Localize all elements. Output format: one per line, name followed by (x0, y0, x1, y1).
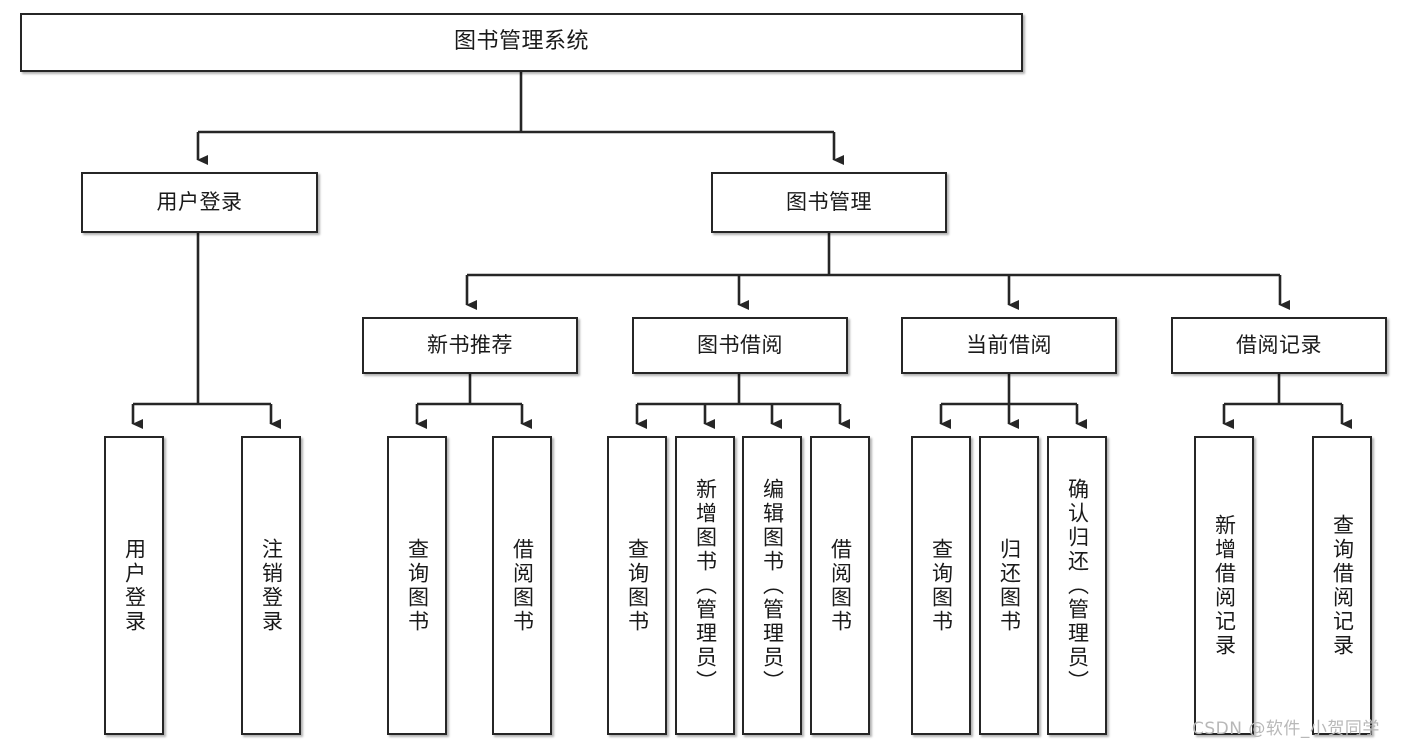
node-current-borrow-label: 当前借阅 (966, 332, 1052, 357)
node-leaf-add-record-label: 新增借阅记录 (1212, 513, 1237, 658)
csdn-watermark: CSDN @软件_小贺同学 (1192, 719, 1380, 739)
node-user-login-label: 用户登录 (156, 189, 243, 214)
node-leaf-borrow-book-2[interactable]: 借阅图书 (810, 436, 870, 735)
node-leaf-query-record-label: 查询借阅记录 (1330, 513, 1355, 658)
node-leaf-query-book-2-label: 查询图书 (625, 537, 650, 634)
node-root[interactable]: 图书管理系统 (20, 13, 1023, 72)
node-new-book-rec-label: 新书推荐 (427, 332, 513, 357)
node-leaf-borrow-book-1[interactable]: 借阅图书 (492, 436, 552, 735)
node-leaf-borrow-book-1-label: 借阅图书 (510, 537, 535, 634)
node-leaf-user-logout[interactable]: 注销登录 (241, 436, 301, 735)
node-book-manage-label: 图书管理 (786, 189, 872, 214)
node-leaf-return-book-label: 归还图书 (997, 537, 1022, 634)
node-user-login[interactable]: 用户登录 (81, 172, 318, 233)
node-leaf-user-login-label: 用户登录 (122, 537, 147, 634)
node-book-manage[interactable]: 图书管理 (711, 172, 947, 233)
node-book-borrow[interactable]: 图书借阅 (632, 317, 848, 374)
node-leaf-add-book[interactable]: 新增图书（管理员） (675, 436, 735, 735)
node-current-borrow[interactable]: 当前借阅 (901, 317, 1117, 374)
node-root-label: 图书管理系统 (453, 29, 589, 55)
node-leaf-borrow-book-2-label: 借阅图书 (828, 537, 853, 634)
node-leaf-query-book-3-label: 查询图书 (929, 537, 954, 634)
node-leaf-query-book-3[interactable]: 查询图书 (911, 436, 971, 735)
node-leaf-add-book-label: 新增图书（管理员） (693, 477, 718, 694)
node-leaf-return-book[interactable]: 归还图书 (979, 436, 1039, 735)
node-leaf-user-login[interactable]: 用户登录 (104, 436, 164, 735)
node-leaf-confirm-return-label: 确认归还（管理员） (1065, 477, 1090, 694)
node-leaf-query-book-2[interactable]: 查询图书 (607, 436, 667, 735)
node-leaf-edit-book[interactable]: 编辑图书（管理员） (742, 436, 802, 735)
node-leaf-query-record[interactable]: 查询借阅记录 (1312, 436, 1372, 735)
node-borrow-record-label: 借阅记录 (1236, 332, 1322, 357)
node-leaf-add-record[interactable]: 新增借阅记录 (1194, 436, 1254, 735)
node-leaf-query-book-1[interactable]: 查询图书 (387, 436, 447, 735)
node-book-borrow-label: 图书借阅 (697, 332, 783, 357)
node-borrow-record[interactable]: 借阅记录 (1171, 317, 1387, 374)
node-new-book-rec[interactable]: 新书推荐 (362, 317, 578, 374)
node-leaf-user-logout-label: 注销登录 (259, 537, 284, 634)
node-leaf-confirm-return[interactable]: 确认归还（管理员） (1047, 436, 1107, 735)
node-leaf-edit-book-label: 编辑图书（管理员） (760, 477, 785, 694)
node-leaf-query-book-1-label: 查询图书 (405, 537, 430, 634)
